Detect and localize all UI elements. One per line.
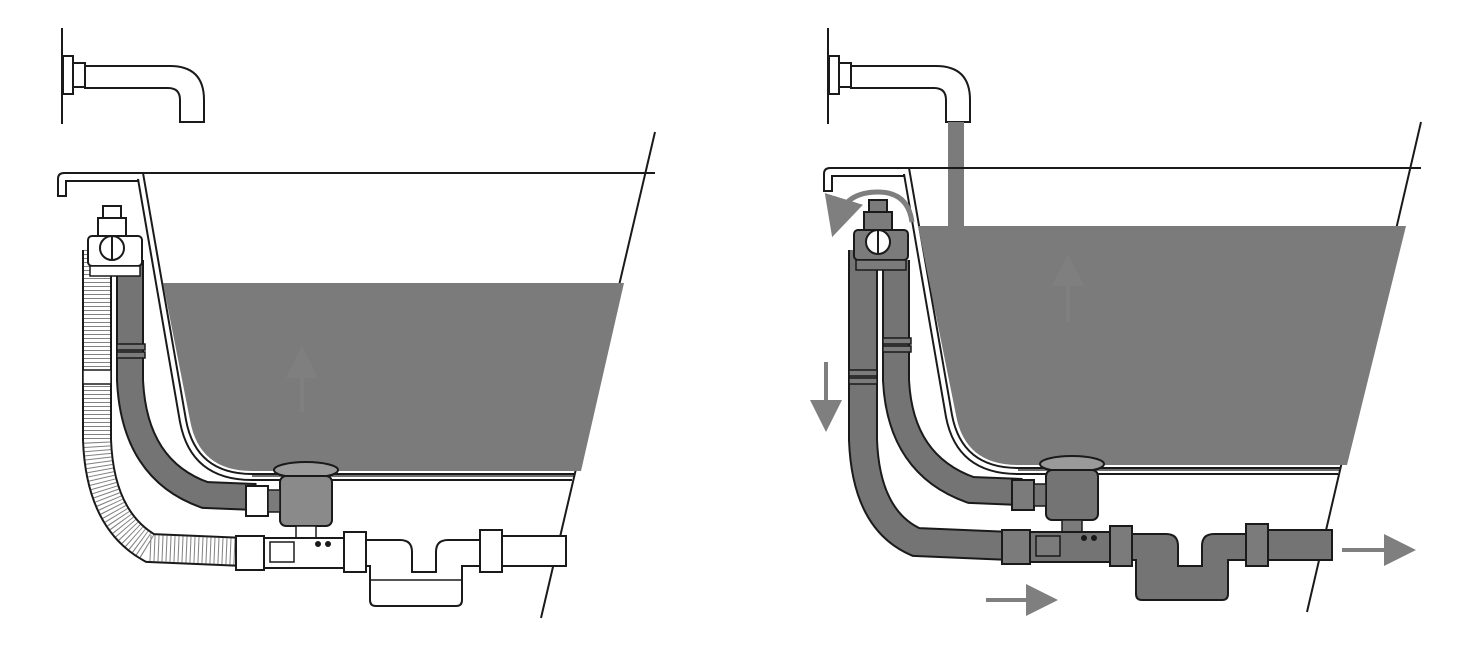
bath-water: [163, 283, 624, 471]
trap-icon: [365, 529, 567, 607]
waste-outlet: [245, 461, 339, 539]
waste-pipe-filled: [1001, 525, 1133, 567]
faucet-icon: [61, 28, 205, 124]
faucet-stream: [948, 122, 964, 228]
panel-bath-filling: [57, 28, 656, 619]
trap-icon: [1131, 523, 1333, 601]
overflow-pipe-empty: [82, 250, 246, 567]
overflow-assembly-icon: [87, 205, 143, 277]
waste-pipe-empty: [235, 531, 367, 573]
overflow-assembly-icon: [853, 199, 909, 271]
overflow-hose-filled: [116, 260, 257, 511]
overflow-hose-filled: [882, 260, 1023, 506]
faucet-icon: [827, 28, 971, 124]
waste-outlet: [1011, 455, 1105, 533]
panel-bath-overflowing: [810, 28, 1422, 616]
arrow-overflow-entry: [824, 189, 915, 238]
overflow-pipe-filled: [848, 250, 1012, 561]
bath-water: [918, 226, 1406, 465]
